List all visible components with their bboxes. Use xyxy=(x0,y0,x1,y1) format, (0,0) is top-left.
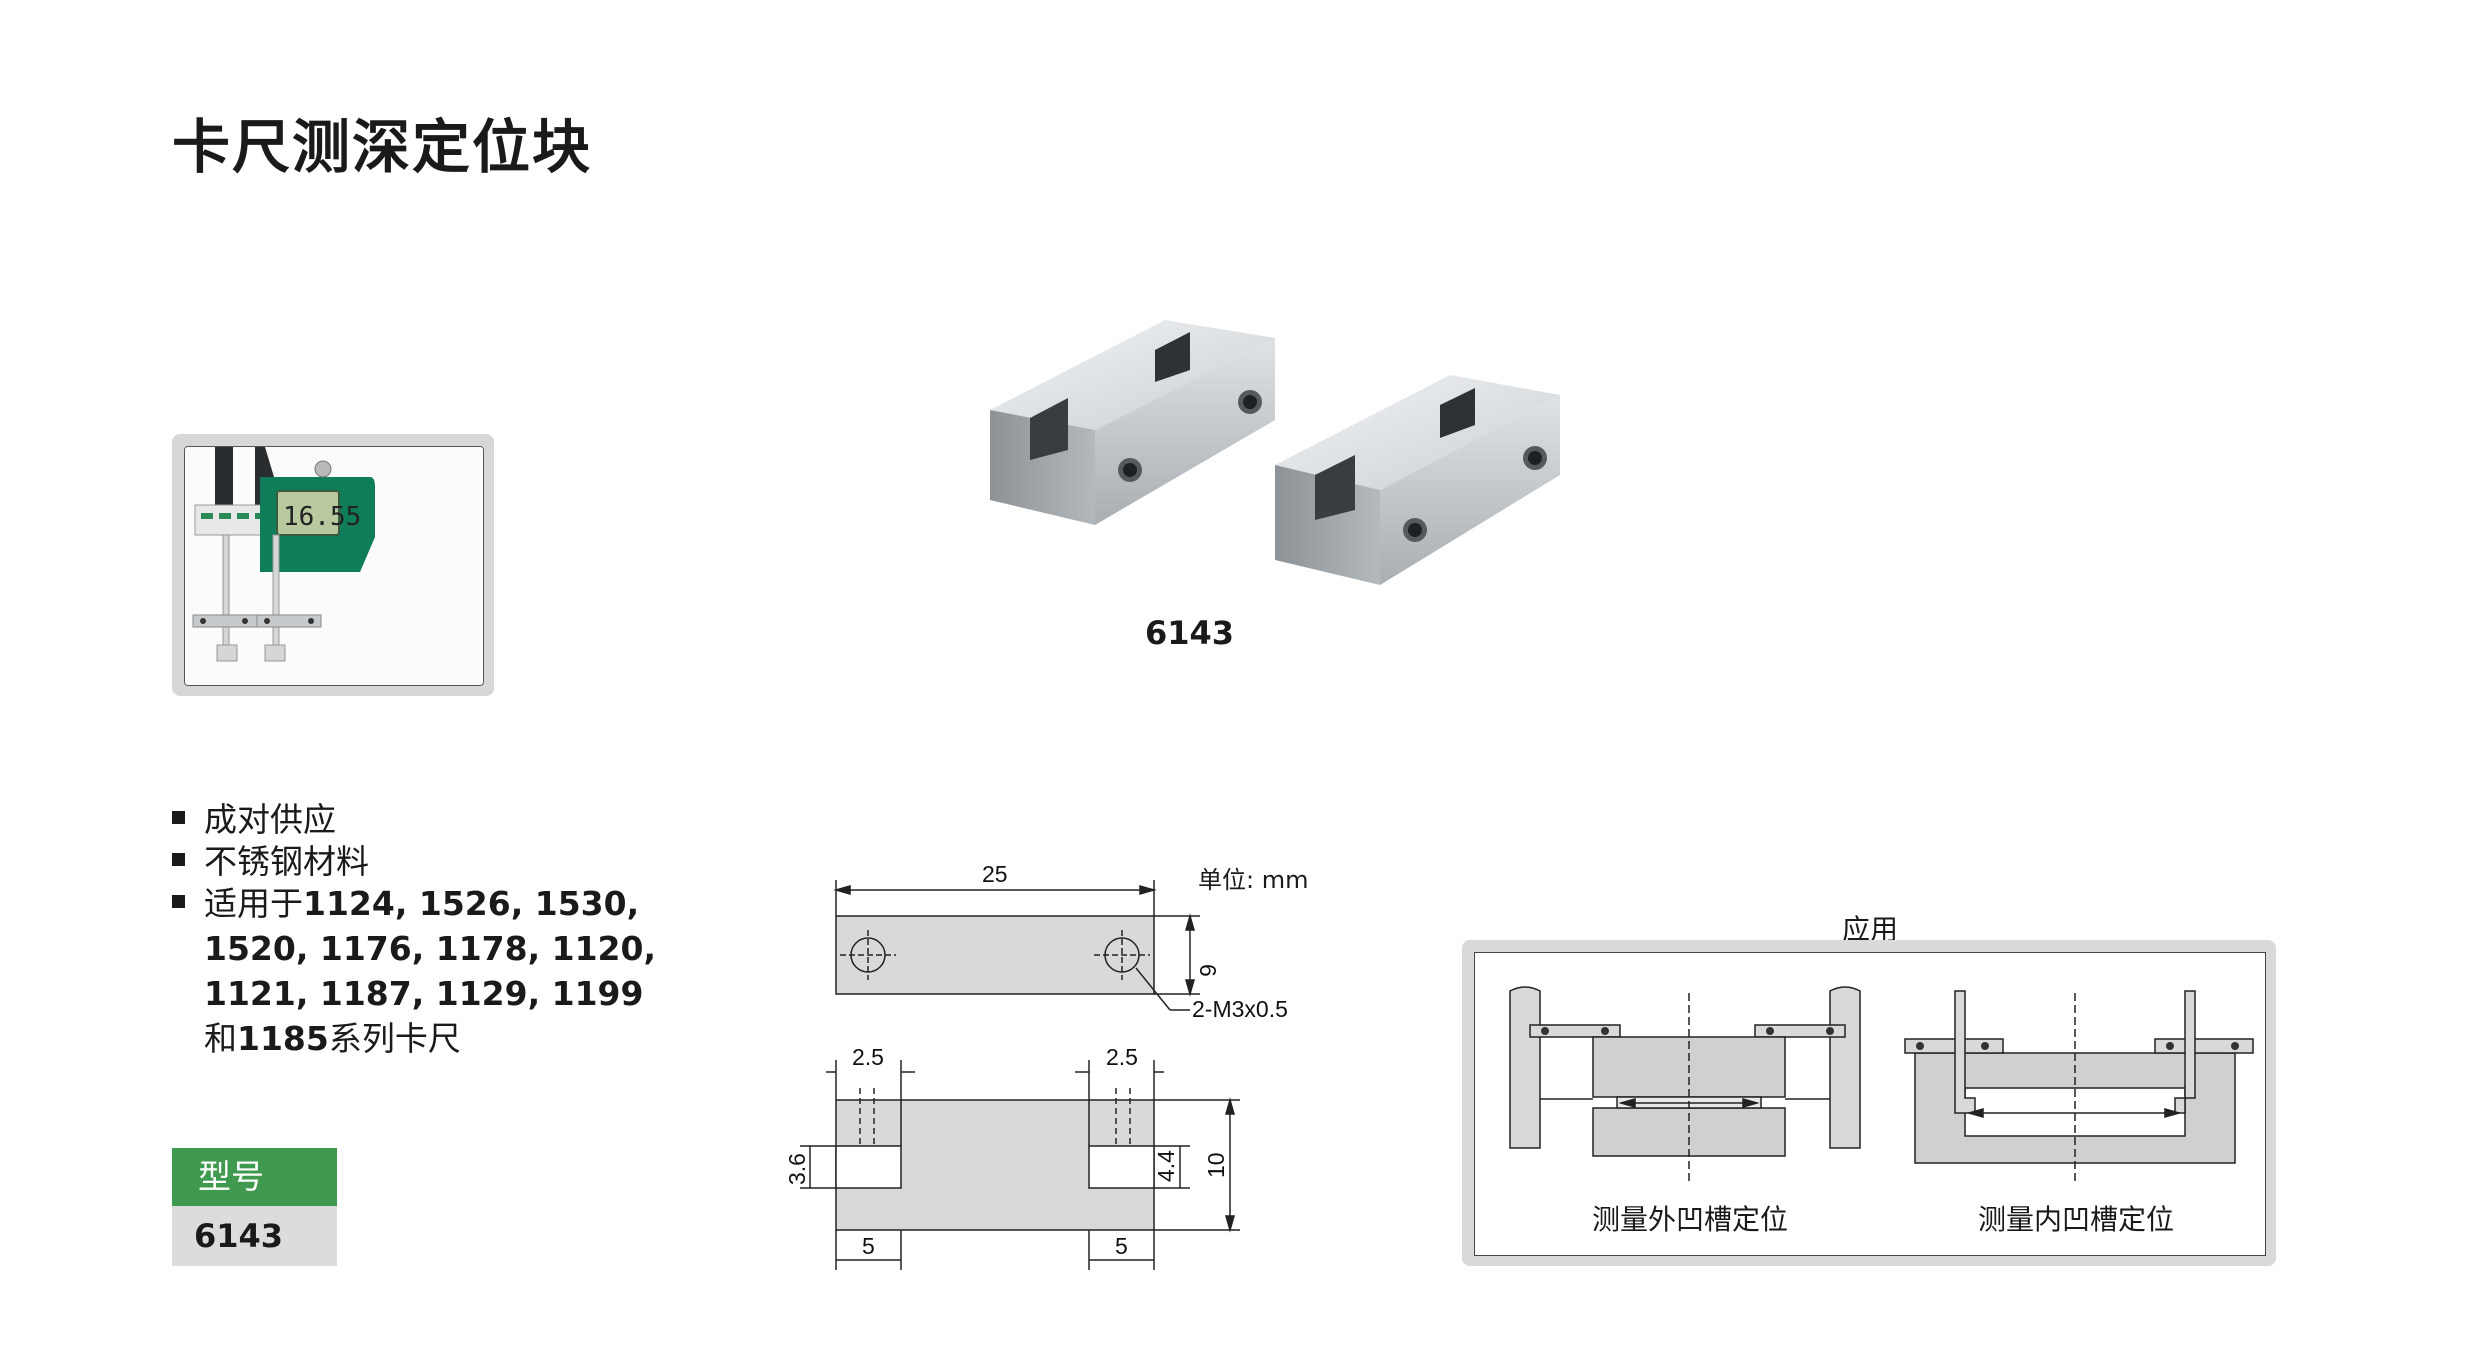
dim-slot-right: 2.5 xyxy=(1106,1044,1138,1070)
caliper-illustration: 16.55 xyxy=(185,447,483,685)
dim-slot-left: 2.5 xyxy=(852,1044,884,1070)
page-title: 卡尺测深定位块 xyxy=(172,113,593,181)
unit-label: 单位: mm xyxy=(1198,866,1309,894)
bullet-icon xyxy=(172,811,185,824)
feature-item: 成对供应 xyxy=(172,797,592,842)
model-table-header: 型号 xyxy=(172,1148,337,1206)
bullet-icon xyxy=(172,853,185,866)
dim-thread: 2-M3x0.5 xyxy=(1192,996,1288,1022)
caliper-photo: 16.55 xyxy=(184,446,484,686)
dim-total-height: 10 xyxy=(1203,1152,1229,1178)
bullet-icon xyxy=(172,895,185,908)
feature-item-compatibility: 适用于1124, 1526, 1530, 1520, 1176, 1178, 1… xyxy=(172,881,656,1061)
application-panel xyxy=(1474,952,2266,1256)
model-table-value: 6143 xyxy=(172,1206,337,1266)
gauge-block-right xyxy=(1275,375,1560,585)
dim-width-left: 5 xyxy=(862,1233,875,1259)
technical-drawing: 25 6 2-M3x0.5 2.5 2.5 3.6 4.4 10 5 5 xyxy=(784,861,1288,1270)
product-photo xyxy=(990,320,1560,585)
caliper-readout: 16.55 xyxy=(283,502,361,532)
dim-depth-left: 3.6 xyxy=(784,1153,810,1185)
dim-depth-right: 4.4 xyxy=(1153,1150,1179,1182)
product-code: 6143 xyxy=(1145,614,1235,652)
dim-length: 25 xyxy=(982,861,1008,887)
caption-internal-groove: 测量内凹槽定位 xyxy=(1978,1203,2175,1236)
feature-item: 不锈钢材料 xyxy=(172,839,592,884)
caption-external-groove: 测量外凹槽定位 xyxy=(1592,1203,1789,1236)
dim-height-top: 6 xyxy=(1195,964,1221,977)
gauge-block-left xyxy=(990,320,1275,525)
application-diagrams xyxy=(1509,986,2254,1183)
dim-width-right: 5 xyxy=(1115,1233,1128,1259)
